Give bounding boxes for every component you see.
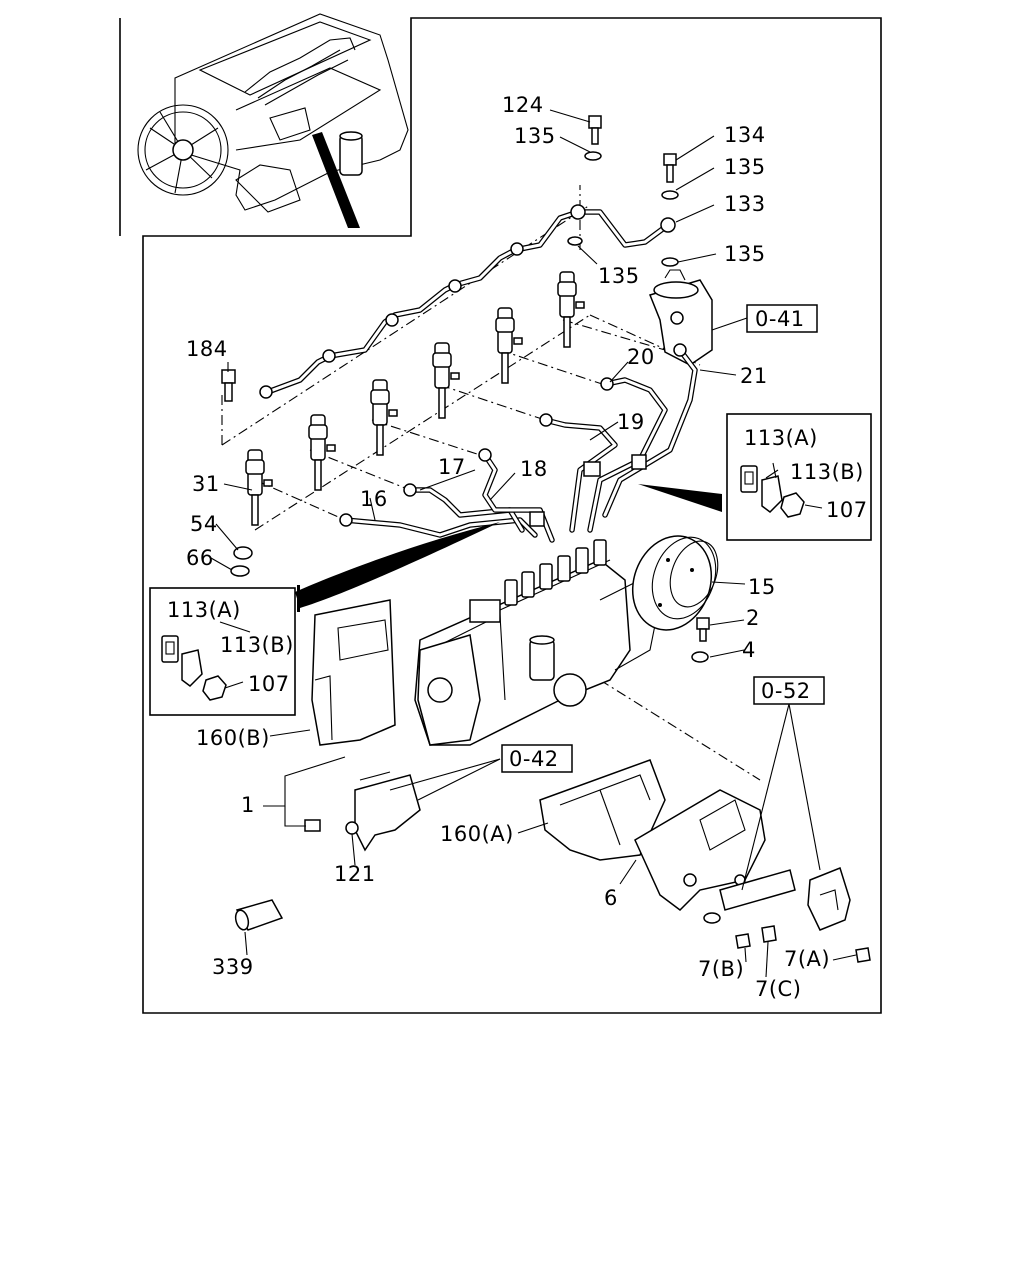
callout-19: 19 [617,410,645,434]
clip-detail-left-icon [161,635,227,701]
injection-pump-icon [414,539,661,746]
callout-20: 20 [627,345,655,369]
callout-0-52: 0-52 [761,679,811,703]
washer-7-icon [703,912,721,924]
clip-detail-right-icon [740,465,805,518]
callouts: 124 135 134 135 133 135 135 0-41 184 20 … [167,93,868,1001]
callout-7b: 7(B) [698,957,744,981]
washer-135a-icon [584,151,602,161]
callout-16: 16 [360,487,388,511]
callout-133: 133 [724,192,766,216]
pointer-wedge-right [638,484,722,512]
bolt-134-icon [663,153,677,183]
cover-plate-icon [311,599,396,746]
callout-113a-left: 113(A) [167,598,241,622]
main-frame [142,17,882,1014]
callout-1: 1 [241,793,255,817]
bolt-2-icon [696,617,710,642]
fuel-injector-icon [245,271,585,526]
callout-160b: 160(B) [196,726,270,750]
callout-135c: 135 [724,242,766,266]
callout-121: 121 [334,862,376,886]
callout-124: 124 [502,93,544,117]
callout-7c: 7(C) [755,977,801,1001]
callout-184: 184 [186,337,228,361]
ref-box-0-42 [501,744,573,773]
bracket-0-52-icon [807,867,851,931]
bolt-184-icon [221,369,236,402]
ref-box-0-41 [746,304,818,333]
callout-160a: 160(A) [440,822,514,846]
callout-0-42: 0-42 [509,747,559,771]
washer-135c-icon [661,257,679,267]
callout-15: 15 [748,575,776,599]
pointer-wedge-left [295,522,500,608]
callout-113a-right: 113(A) [744,426,818,450]
leak-off-pipe [259,204,676,399]
washer-54-icon [233,546,253,560]
callout-135a: 135 [514,124,556,148]
callout-0-41: 0-41 [755,307,805,331]
detail-box-right [726,413,872,541]
bolt-7c-icon [761,925,777,943]
washer-135d-icon [567,236,583,246]
washer-66-icon [230,565,250,577]
bolt-7b-icon [735,933,751,949]
callout-134: 134 [724,123,766,147]
callout-113b-left: 113(B) [220,633,294,657]
callout-18: 18 [520,457,548,481]
callout-107-right: 107 [826,498,868,522]
injection-pipes [339,343,698,543]
callout-21: 21 [740,364,768,388]
bracket-1-icon [304,771,421,852]
callout-66: 66 [186,546,214,570]
callout-2: 2 [746,606,760,630]
callout-113b-right: 113(B) [790,460,864,484]
engine-overview-icon [137,13,409,228]
washer-4-icon [691,651,709,663]
callout-54: 54 [190,512,218,536]
leader-lines [210,109,857,978]
callout-107-left: 107 [248,672,290,696]
callout-6: 6 [604,886,618,910]
bolt-7a-icon [855,947,871,963]
timer-coupling-icon [631,535,719,631]
callout-31: 31 [192,472,220,496]
clip-icon [529,454,647,527]
callout-339: 339 [212,955,254,979]
washer-135b-icon [661,190,679,200]
sleeve-icon [234,899,284,931]
detail-box-left [149,587,296,716]
bolt-124-icon [588,115,602,145]
callout-4: 4 [742,638,756,662]
fuel-filter-icon [648,269,713,366]
callout-17: 17 [438,455,466,479]
callout-7a: 7(A) [784,947,830,971]
cover-plate-a-icon [539,759,666,861]
callout-135d: 135 [598,264,640,288]
callout-135b: 135 [724,155,766,179]
